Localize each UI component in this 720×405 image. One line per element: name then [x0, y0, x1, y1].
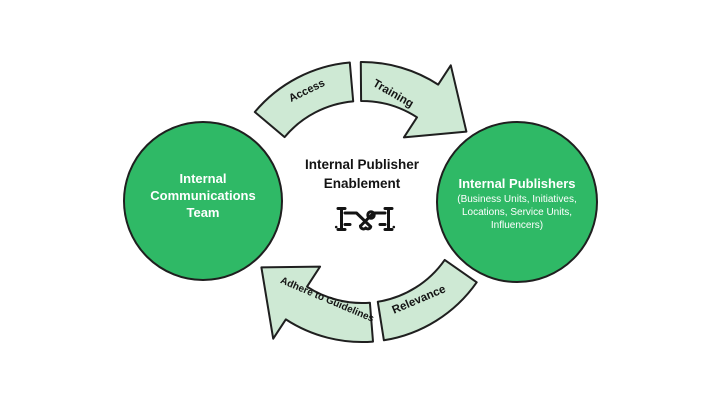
- arrow-access: [253, 61, 355, 139]
- left-circle-label: Internal Communications Team: [150, 171, 256, 220]
- arrow-relevance: [376, 258, 478, 342]
- right-circle-subtitle: (Business Units, Initiatives, Locations,…: [457, 194, 577, 231]
- arrow-training: [359, 60, 468, 139]
- handshake-icon: [334, 207, 396, 231]
- right-circle: [436, 121, 598, 283]
- left-circle: [123, 121, 283, 281]
- diagram-title: Internal Publisher Enablement: [304, 157, 420, 191]
- arrow-adhere: [260, 265, 374, 344]
- right-circle-label: Internal Publishers (Business Units, Ini…: [432, 175, 602, 232]
- right-circle-title: Internal Publishers: [458, 176, 576, 191]
